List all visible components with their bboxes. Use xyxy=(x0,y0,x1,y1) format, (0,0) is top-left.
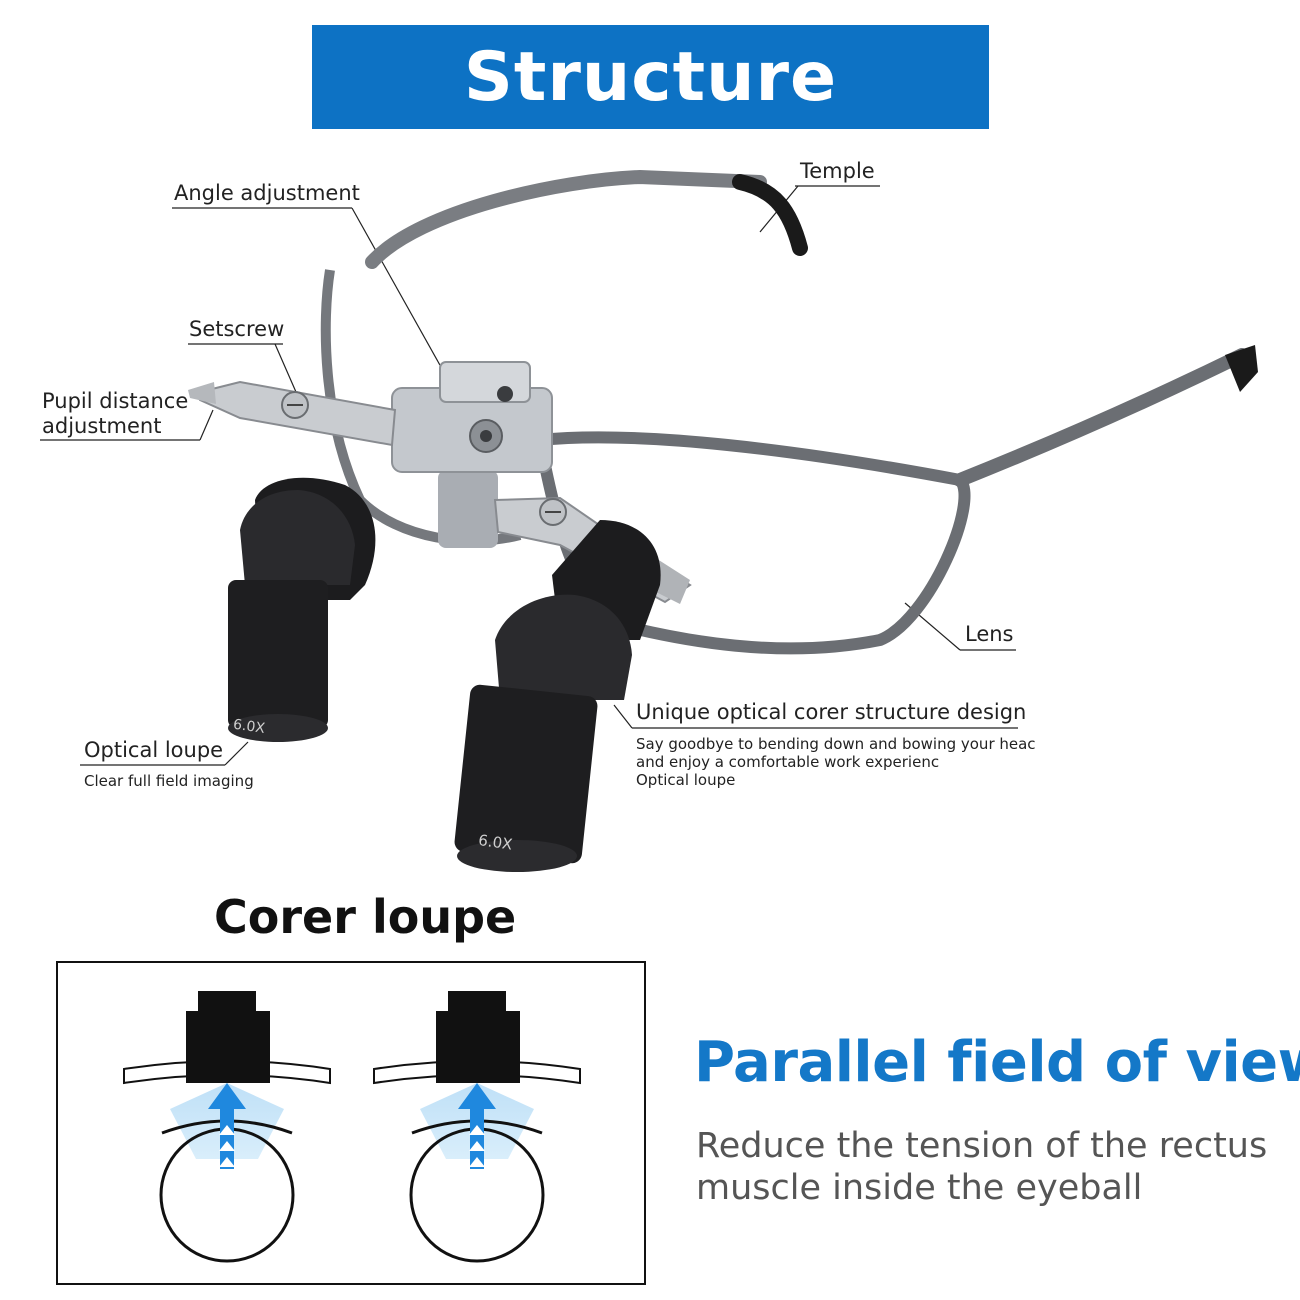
temple-label: Temple xyxy=(800,159,875,183)
loupe-glasses-illustration: 6.0X 6.0X xyxy=(40,169,1258,872)
optical-loupe-label: Optical loupe xyxy=(84,738,224,762)
left-magnification-label: 6.0X xyxy=(232,717,266,737)
setscrew-label: Setscrew xyxy=(189,317,285,341)
eye-diagram-left xyxy=(123,991,331,1263)
unique-design-desc-1: Say goodbye to bending down and bowing y… xyxy=(636,735,1036,753)
title-banner: Structure xyxy=(312,25,989,129)
parallel-line-2: muscle inside the eyeball xyxy=(696,1168,1143,1208)
pupil-distance-label-line1: Pupil distance xyxy=(42,389,189,413)
pupil-distance-label-line2: adjustment xyxy=(42,414,162,438)
unique-design-desc-2: and enjoy a comfortable work experienc xyxy=(636,753,940,771)
parallel-line-1: Reduce the tension of the rectus xyxy=(696,1126,1268,1166)
page-title: Structure xyxy=(463,37,838,117)
lens-label: Lens xyxy=(965,622,1014,646)
unique-design-label: Unique optical corer structure design xyxy=(636,700,1027,724)
right-magnification-label: 6.0X xyxy=(477,831,513,854)
eye-diagram-right xyxy=(373,991,581,1263)
unique-design-desc-3: Optical loupe xyxy=(636,771,736,789)
optical-loupe-desc: Clear full field imaging xyxy=(84,772,254,790)
corer-loupe-heading: Corer loupe xyxy=(214,890,517,944)
angle-adjustment-label: Angle adjustment xyxy=(174,181,360,205)
parallel-heading: Parallel field of view xyxy=(694,1030,1300,1095)
parallel-description: Reduce the tension of the rectus muscle … xyxy=(696,1125,1267,1209)
corer-diagram-box xyxy=(56,961,646,1285)
corer-diagram xyxy=(123,991,581,1263)
